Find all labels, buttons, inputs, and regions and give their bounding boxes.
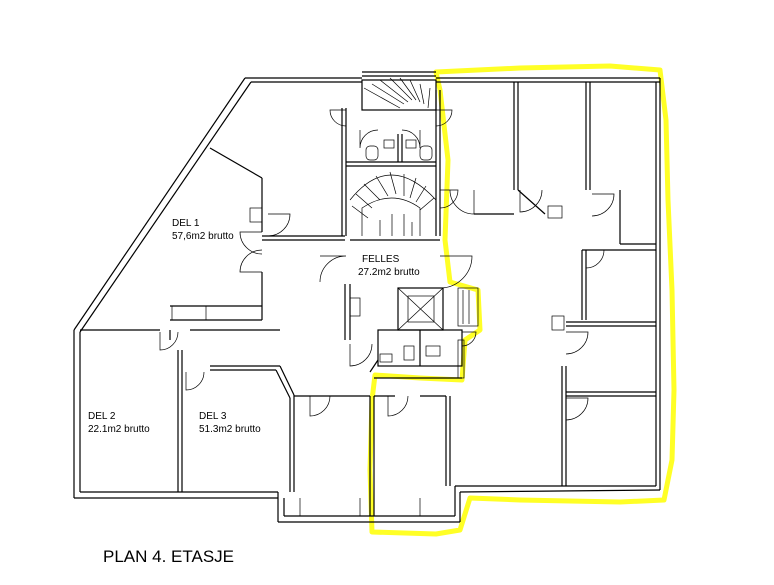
room-area-del3: 51.3m2 brutto [199, 424, 261, 435]
interior-walls [80, 82, 656, 516]
room-area-felles: 27.2m2 brutto [358, 267, 420, 278]
room-area-del2: 22.1m2 brutto [88, 424, 150, 435]
room-name-del1: DEL 1 [172, 218, 200, 229]
plan-title: PLAN 4. ETASJE [103, 547, 234, 566]
doors [159, 109, 615, 421]
room-name-del2: DEL 2 [88, 411, 116, 422]
room-name-del3: DEL 3 [199, 411, 227, 422]
stairs [349, 77, 437, 236]
highlighted-area-outline [367, 63, 677, 537]
room-area-del1: 57,6m2 brutto [172, 231, 234, 242]
wc-fixtures [365, 134, 433, 162]
outer-walls [73, 71, 661, 523]
room-name-felles: FELLES [362, 254, 400, 265]
